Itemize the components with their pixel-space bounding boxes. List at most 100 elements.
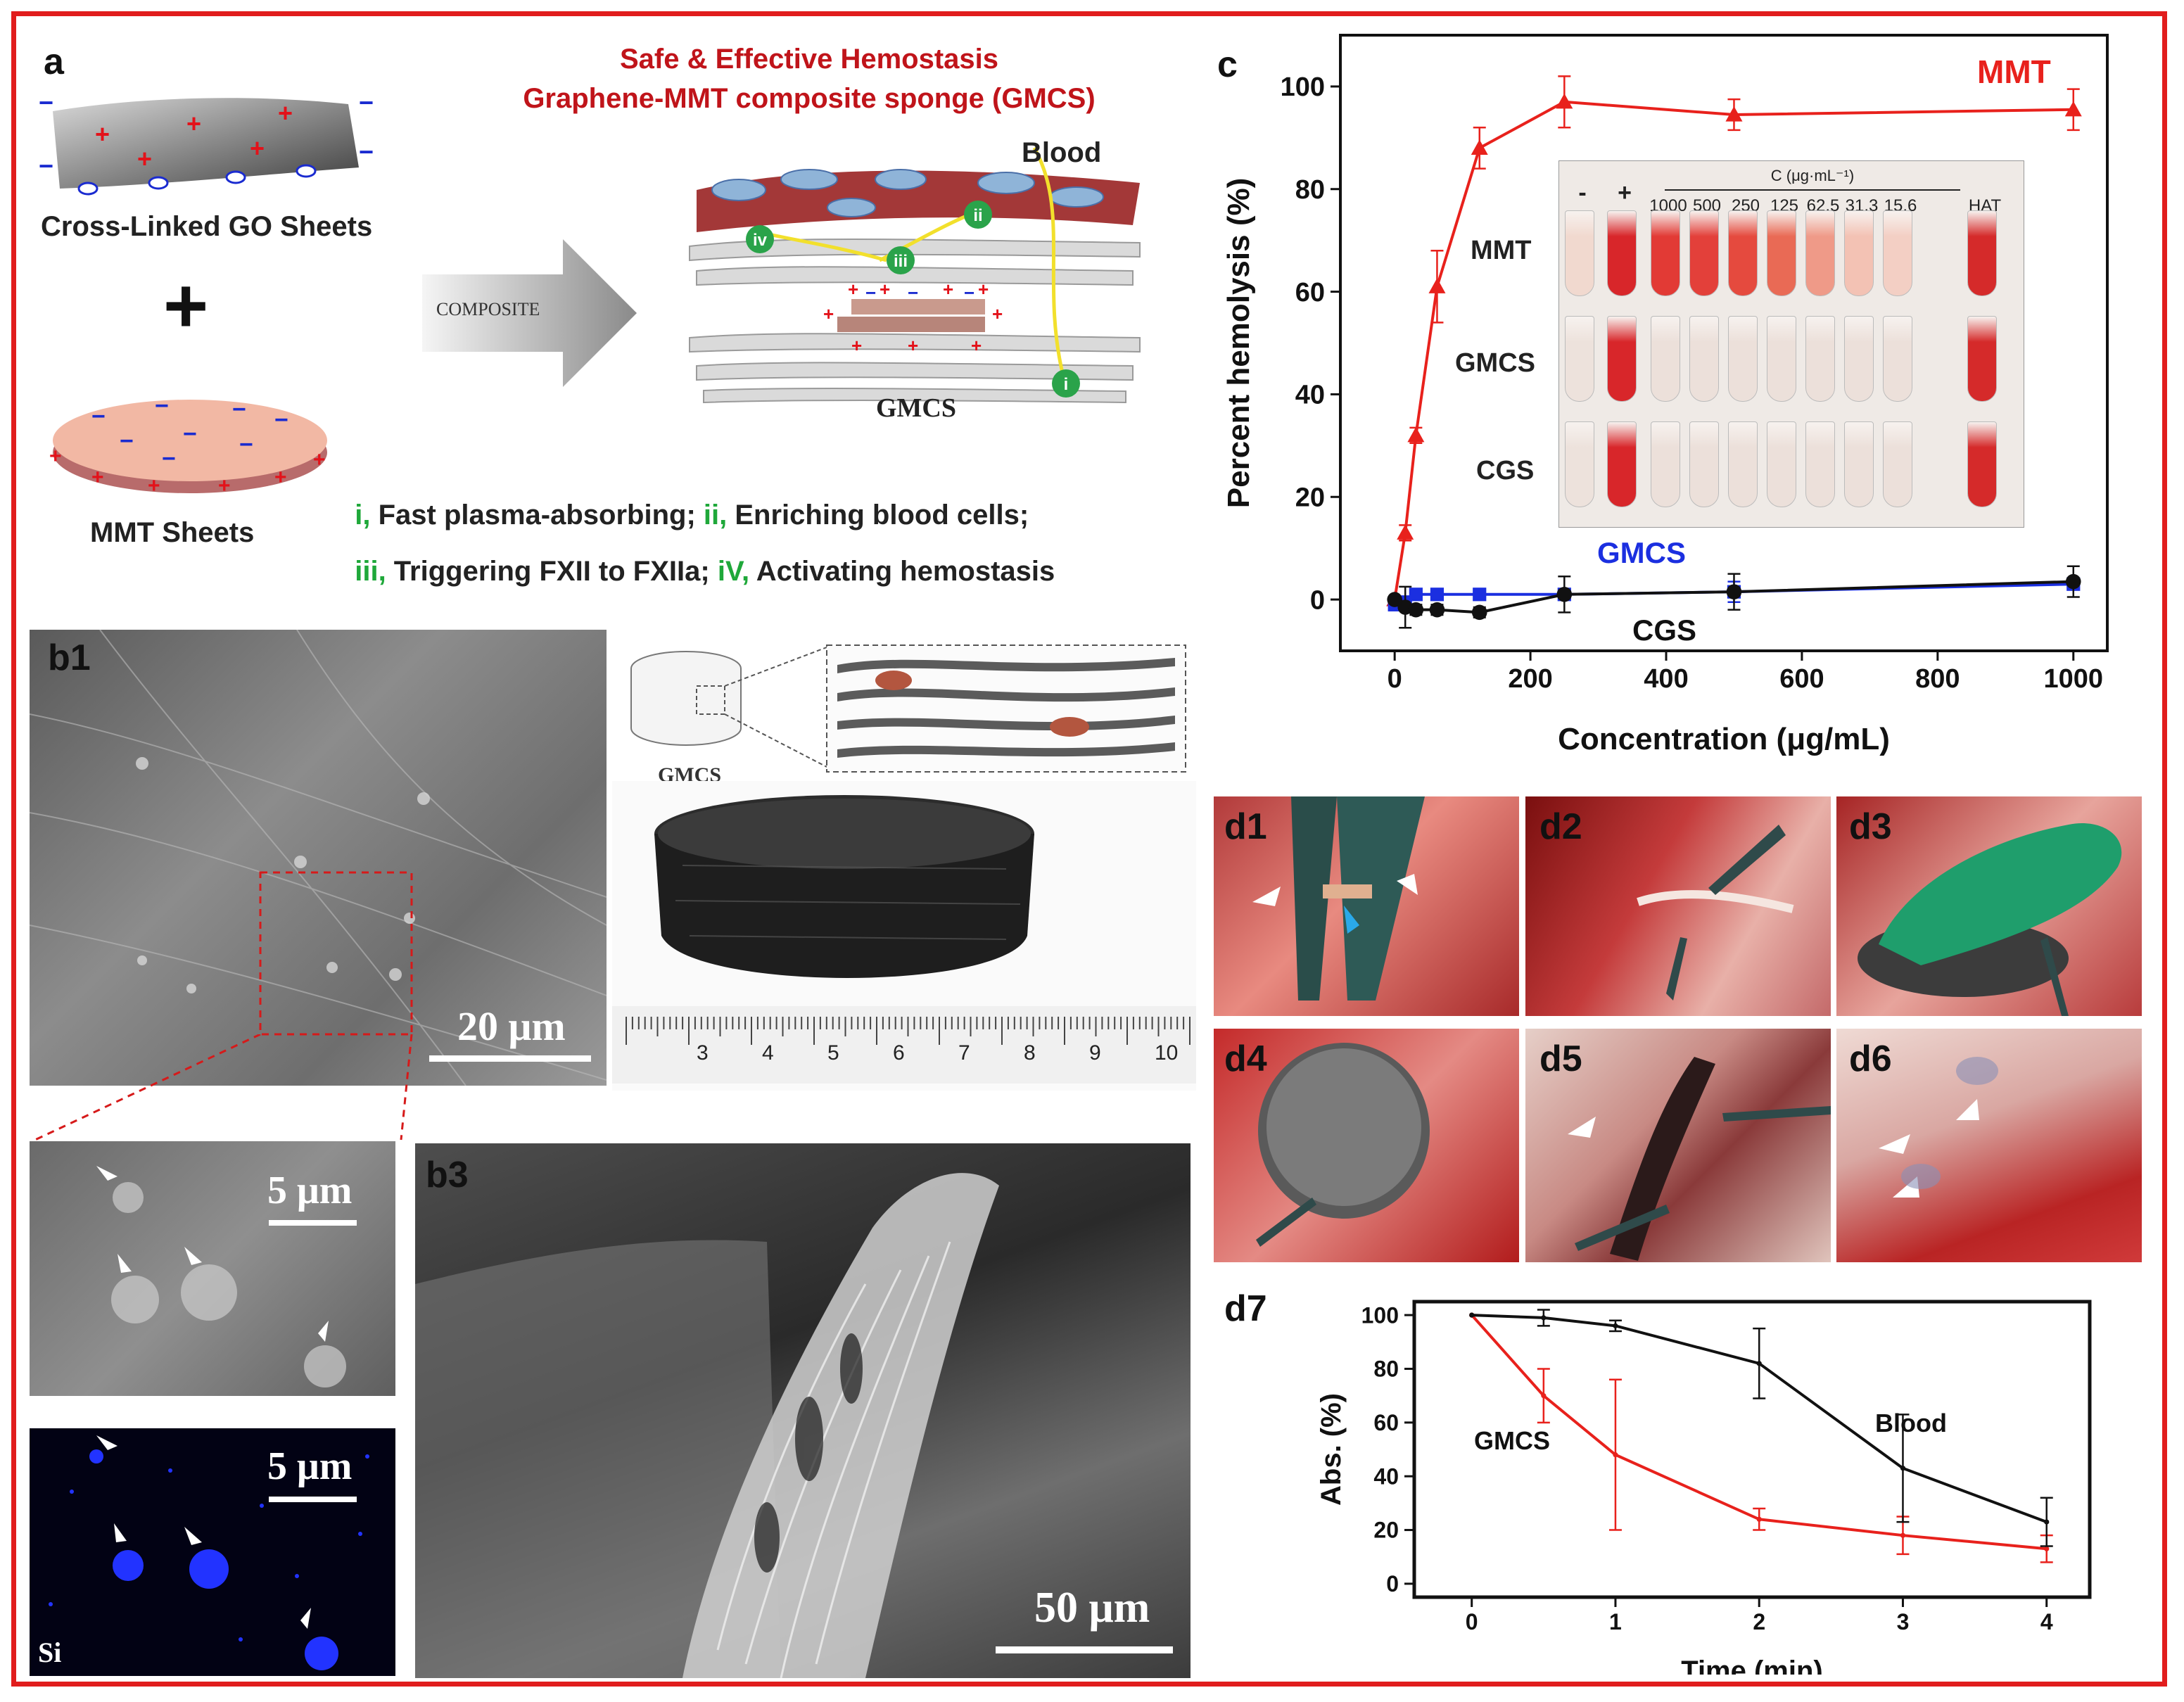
svg-text:+: + — [278, 99, 293, 127]
data-point-gmcs — [1900, 1532, 1906, 1538]
x-axis-label: Concentration (μg/mL) — [1558, 722, 1890, 756]
data-point-cgs — [1429, 602, 1445, 618]
numeral-ii: ii, — [703, 500, 728, 531]
y-axis-label: Abs. (%) — [1316, 1393, 1347, 1506]
svg-text:+: + — [186, 109, 201, 138]
inset-tube — [1967, 316, 1997, 402]
data-point-mmt — [1725, 106, 1743, 122]
d2-scene — [1637, 825, 1794, 1001]
ruler-number: 10 — [1155, 1041, 1179, 1065]
y-tick-label: 0 — [1310, 585, 1325, 615]
x-tick-label: 400 — [1644, 664, 1688, 694]
svg-text:+: + — [137, 144, 152, 173]
series-label-mmt: MMT — [1977, 53, 2051, 90]
panel-label-d1: d1 — [1224, 806, 1267, 847]
scale-bar-label-si-map: 5 μm — [267, 1444, 353, 1488]
inset-tube — [1728, 210, 1758, 296]
data-point-mmt — [2064, 101, 2082, 117]
inset-tube — [1689, 210, 1719, 296]
numeral-iv: iV, — [717, 556, 750, 587]
series-label-gmcs: GMCS — [1597, 536, 1686, 569]
y-tick-label: 60 — [1373, 1410, 1399, 1435]
svg-text:+: + — [880, 279, 890, 300]
svg-text:+: + — [848, 279, 858, 300]
series-line-blood — [1471, 1314, 2048, 1523]
series-label-blood: Blood — [1875, 1409, 1947, 1437]
x-tick-label: 0 — [1388, 664, 1402, 694]
inset-tube — [1883, 210, 1912, 296]
inset-tube — [1607, 316, 1637, 402]
svg-text:+: + — [274, 466, 287, 489]
panel-label-d5: d5 — [1539, 1039, 1582, 1079]
svg-text:−: − — [908, 282, 918, 303]
sem-zoom-texture — [96, 1166, 346, 1387]
svg-text:−: − — [232, 396, 246, 423]
panel-label-d7: d7 — [1224, 1288, 1267, 1329]
si-map-dots — [49, 1435, 369, 1670]
x-tick-label: 3 — [1897, 1609, 1910, 1634]
inset-tube — [1565, 210, 1594, 296]
scale-bar-label-b1-zoom: 5 μm — [267, 1169, 353, 1212]
si-element-label: Si — [38, 1637, 62, 1668]
data-point-mmt — [1407, 426, 1425, 443]
inset-tube — [1844, 210, 1874, 296]
svg-text:−: − — [162, 445, 176, 472]
inset-tube — [1805, 316, 1835, 402]
y-tick-label: 20 — [1373, 1518, 1399, 1543]
gmcs-cylinder-schematic — [630, 644, 1186, 773]
inset-tube — [1689, 316, 1719, 402]
legend-text-iii: Triggering FXII to FXIIa; — [386, 556, 718, 587]
x-tick-label: 600 — [1779, 664, 1824, 694]
panel-label-d6: d6 — [1849, 1039, 1892, 1079]
svg-text:+: + — [992, 303, 1003, 324]
sem-image-b1-zoom: 5 μm — [30, 1141, 395, 1396]
data-point-blood — [2044, 1519, 2050, 1525]
inset-tube — [1844, 421, 1874, 507]
d4-scene — [1256, 1043, 1430, 1247]
svg-text:−: − — [964, 282, 974, 303]
mechanism-legend-line2: iii, Triggering FXII to FXIIa; iV, Activ… — [339, 524, 1055, 588]
svg-text:+: + — [95, 120, 110, 148]
scale-bar-label-b3: 50 μm — [1034, 1584, 1150, 1632]
inset-column-label: + — [1618, 179, 1632, 206]
inset-tube — [1967, 421, 1997, 507]
svg-text:+: + — [148, 474, 160, 497]
x-tick-label: 200 — [1508, 664, 1552, 694]
data-point-mmt — [1471, 139, 1488, 155]
inset-row-mmt: MMT — [1471, 236, 1532, 265]
inset-tube — [1767, 210, 1796, 296]
svg-text:−: − — [155, 393, 169, 419]
svg-text:iii: iii — [894, 252, 908, 271]
data-point-cgs — [1408, 602, 1424, 618]
svg-text:−: − — [239, 431, 253, 458]
data-point-cgs — [1471, 604, 1487, 621]
data-point-blood — [1613, 1323, 1618, 1328]
svg-text:−: − — [865, 282, 876, 303]
b3-texture — [415, 1173, 999, 1678]
data-point-blood — [1541, 1315, 1547, 1321]
inset-conc-header: C (μg·mL⁻¹) — [1770, 167, 1855, 184]
photo-d4 — [1214, 1029, 1519, 1262]
d6-scene — [1879, 1057, 1998, 1198]
data-point-gmcs — [1430, 588, 1445, 602]
y-tick-label: 0 — [1386, 1571, 1399, 1596]
panel-label-b1: b1 — [48, 637, 91, 678]
photo-d6 — [1836, 1029, 2142, 1262]
inset-column-label: - — [1578, 179, 1587, 206]
x-tick-label: 1000 — [2043, 664, 2103, 694]
photo-d5 — [1525, 1029, 1831, 1262]
y-tick-label: 100 — [1281, 72, 1325, 102]
legend-text-iv: Activating hemostasis — [749, 556, 1055, 587]
data-point-blood — [1469, 1312, 1475, 1318]
inset-tube-grid — [1559, 161, 2024, 527]
mmt-sheets-label: MMT Sheets — [90, 517, 255, 548]
svg-text:+: + — [978, 279, 989, 300]
numeral-i: i, — [355, 500, 371, 531]
svg-text:+: + — [943, 279, 953, 300]
data-point-blood — [1756, 1361, 1762, 1366]
inset-tube — [1728, 316, 1758, 402]
data-point-gmcs — [2044, 1546, 2050, 1551]
